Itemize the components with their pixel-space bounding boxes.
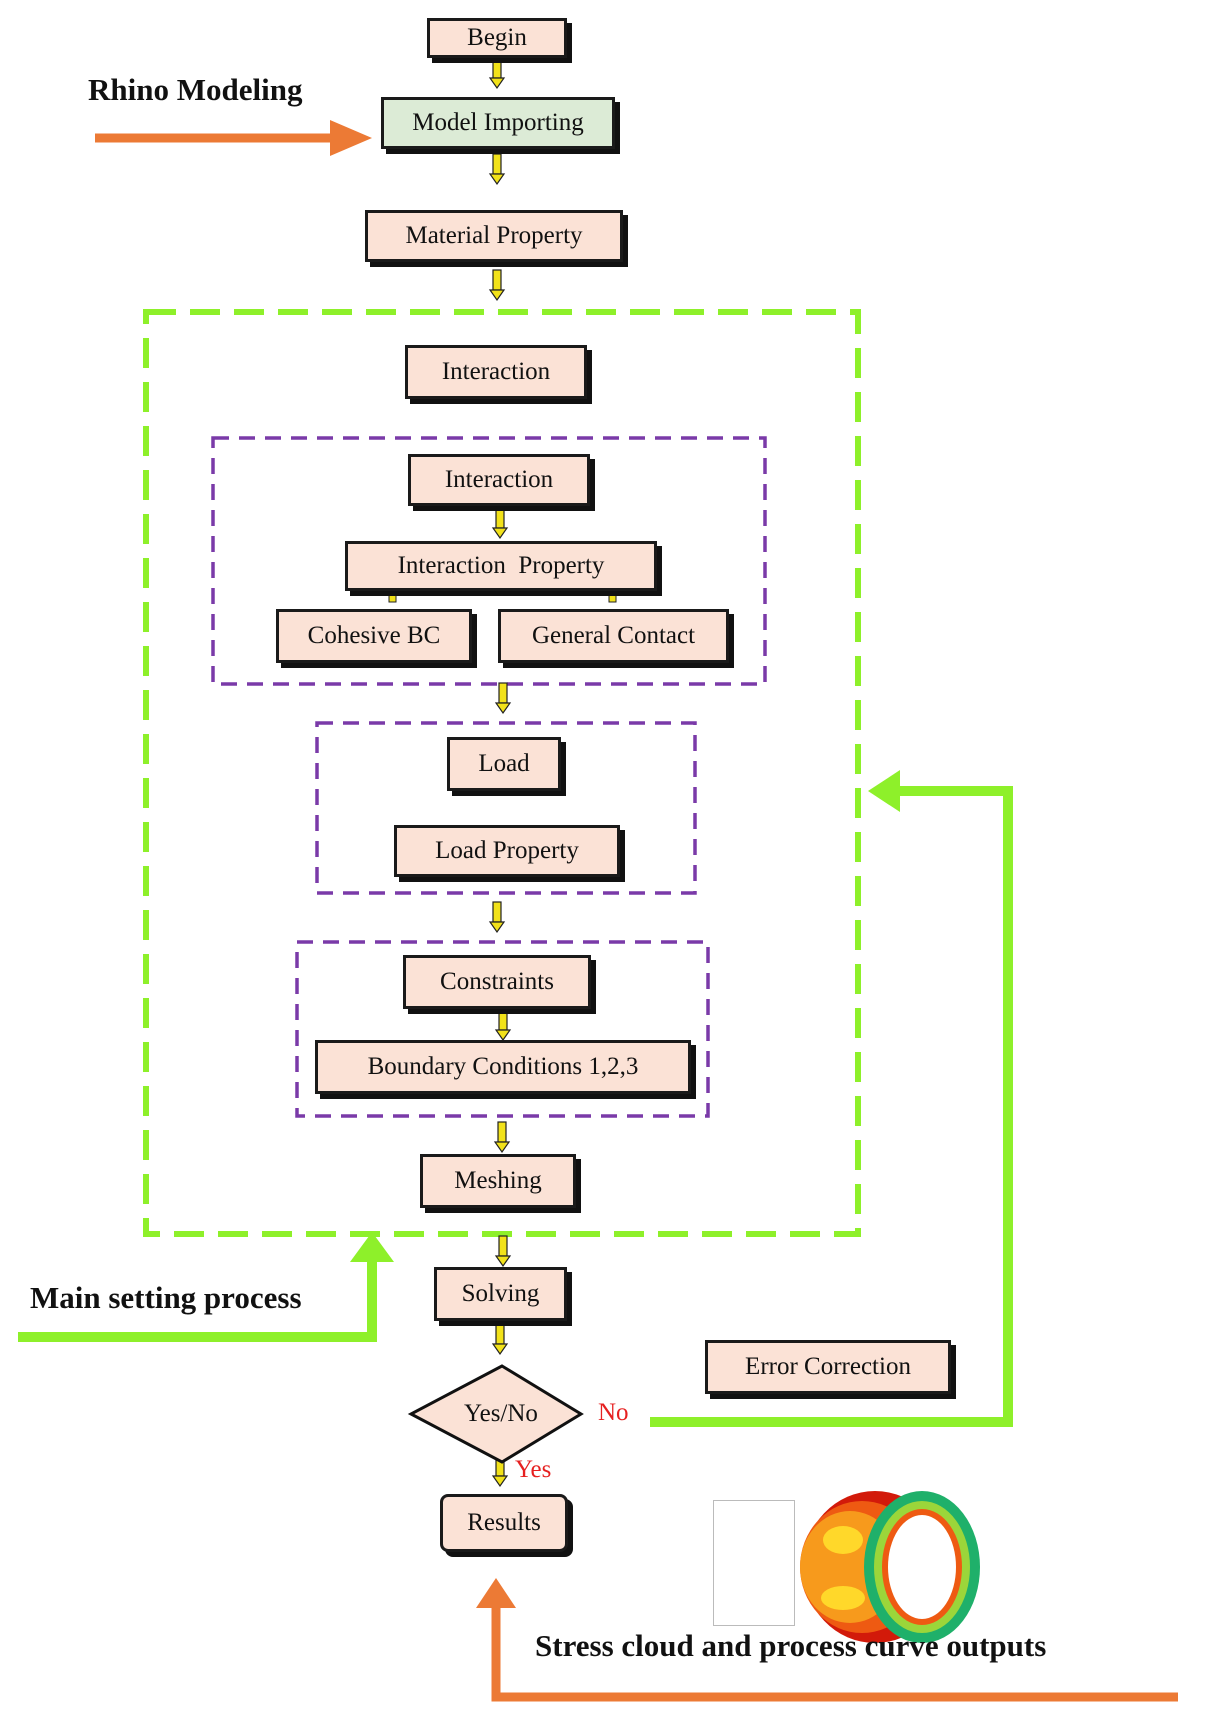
stress-cloud-ring xyxy=(800,1491,980,1643)
connector-cohesive xyxy=(388,589,397,603)
arrow-interaction-to-property xyxy=(492,507,508,539)
yes-label: Yes xyxy=(515,1456,552,1483)
meshing-node: Meshing xyxy=(420,1154,576,1208)
model-importing-node: Model Importing xyxy=(381,97,615,149)
constraints-group-frame xyxy=(295,940,710,1118)
main-setting-arrow xyxy=(18,1232,394,1342)
output-arrow xyxy=(476,1578,1178,1702)
arrow-material-to-frame xyxy=(489,269,505,301)
begin-node: Begin xyxy=(427,18,567,58)
arrow-solving-to-decision xyxy=(492,1323,508,1355)
arrow-model-to-material xyxy=(489,153,505,185)
interaction-inner-node: Interaction xyxy=(408,454,590,506)
error-correction-node: Error Correction xyxy=(705,1340,951,1394)
interaction-outer-node: Interaction xyxy=(405,345,587,399)
arrow-begin-to-model xyxy=(489,57,505,89)
main-setting-frame xyxy=(143,309,861,1237)
load-property-node: Load Property xyxy=(394,825,620,877)
main-setting-process-label: Main setting process xyxy=(30,1280,302,1315)
decision-label: Yes/No xyxy=(464,1400,538,1427)
boundary-conditions-node: Boundary Conditions 1,2,3 xyxy=(315,1040,691,1094)
solving-node: Solving xyxy=(434,1267,567,1321)
constraints-node: Constraints xyxy=(403,955,591,1009)
connector-general-contact xyxy=(608,589,617,603)
arrow-to-meshing xyxy=(494,1121,510,1153)
material-property-node: Material Property xyxy=(365,210,623,262)
interaction-group-frame xyxy=(211,436,767,686)
stress-output-label: Stress cloud and process curve outputs xyxy=(535,1628,1047,1663)
rhino-input-arrow xyxy=(95,120,372,156)
interaction-property-node: Interaction Property xyxy=(345,541,657,591)
arrow-to-solving xyxy=(495,1235,511,1267)
general-contact-node: General Contact xyxy=(498,609,729,663)
stress-legend-frame xyxy=(713,1500,795,1626)
no-label: No xyxy=(598,1399,629,1426)
arrow-to-load-group xyxy=(495,682,511,714)
arrow-constraints-to-boundary xyxy=(495,1009,511,1041)
results-node: Results xyxy=(440,1494,568,1552)
load-group-frame xyxy=(315,721,697,895)
arrow-to-constraints-group xyxy=(489,901,505,933)
cohesive-bc-node: Cohesive BC xyxy=(276,609,472,663)
feedback-arrow xyxy=(650,770,1013,1427)
decision-diamond xyxy=(407,1364,584,1464)
load-node: Load xyxy=(447,737,561,791)
rhino-modeling-label: Rhino Modeling xyxy=(88,72,303,107)
